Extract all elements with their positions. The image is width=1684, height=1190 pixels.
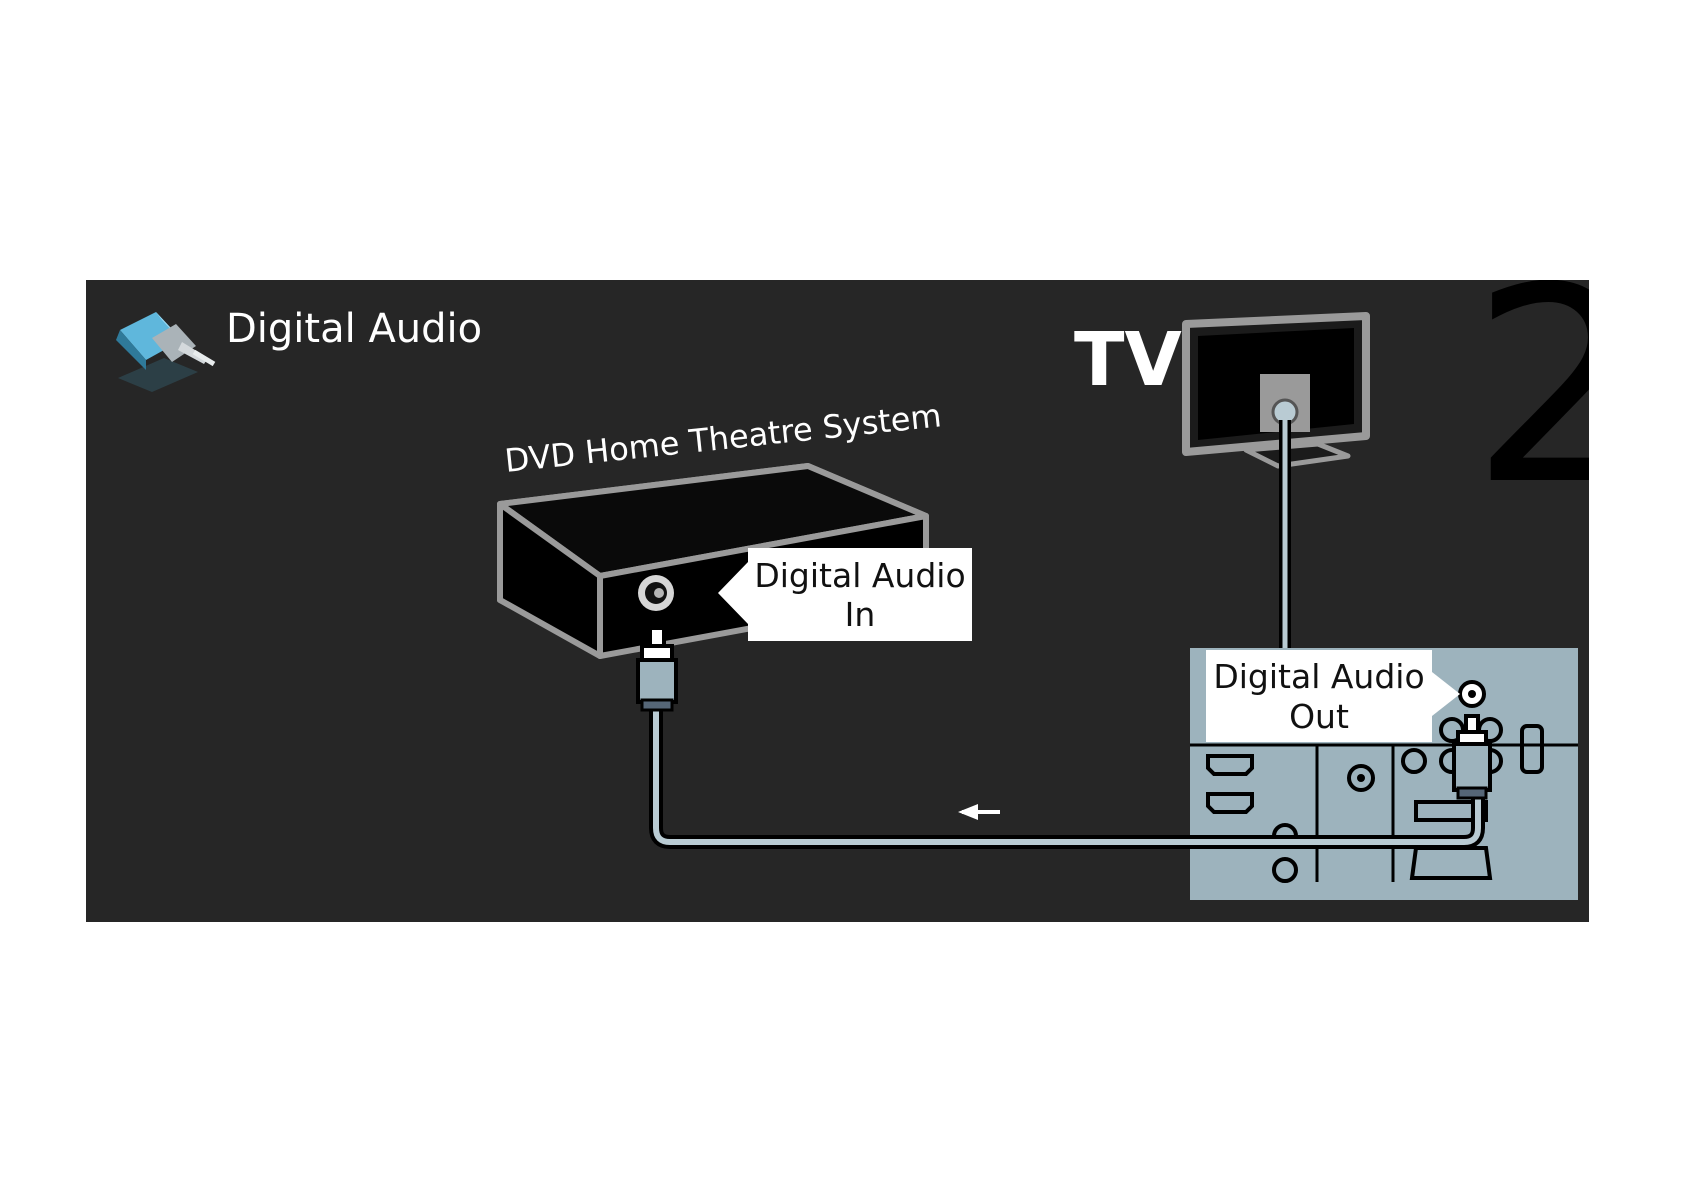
arrow-left-icon — [958, 804, 1000, 820]
page-title: Digital Audio — [226, 306, 482, 352]
callout-in-line2: In — [845, 595, 876, 634]
hdmi-port-2 — [1206, 792, 1254, 814]
digital-audio-in-jack — [638, 575, 674, 611]
hdmi-port-1 — [1206, 754, 1254, 776]
callout-digital-audio-out: Digital Audio Out — [1206, 650, 1460, 742]
cable-plug-dvd — [636, 626, 678, 712]
callout-out-line2: Out — [1289, 697, 1349, 736]
coaxial-cable — [649, 700, 1485, 849]
diagram-panel: 2 Digital Audio DVD Home Theatre System … — [86, 280, 1589, 922]
connection-diagram: 2 Digital Audio DVD Home Theatre System … — [116, 280, 1589, 900]
callout-out-line1: Digital Audio — [1213, 657, 1424, 696]
tv-device — [1182, 312, 1370, 469]
digital-audio-out-jack — [1458, 680, 1486, 708]
cable-plug-tv — [1452, 714, 1492, 800]
rca-plug-icon — [116, 312, 216, 392]
callout-in-line1: Digital Audio — [754, 556, 965, 595]
callout-digital-audio-in: Digital Audio In — [718, 548, 972, 641]
dvd-label: DVD Home Theatre System — [503, 396, 943, 480]
tv-label: TV — [1074, 317, 1182, 403]
step-number: 2 — [1471, 280, 1589, 544]
